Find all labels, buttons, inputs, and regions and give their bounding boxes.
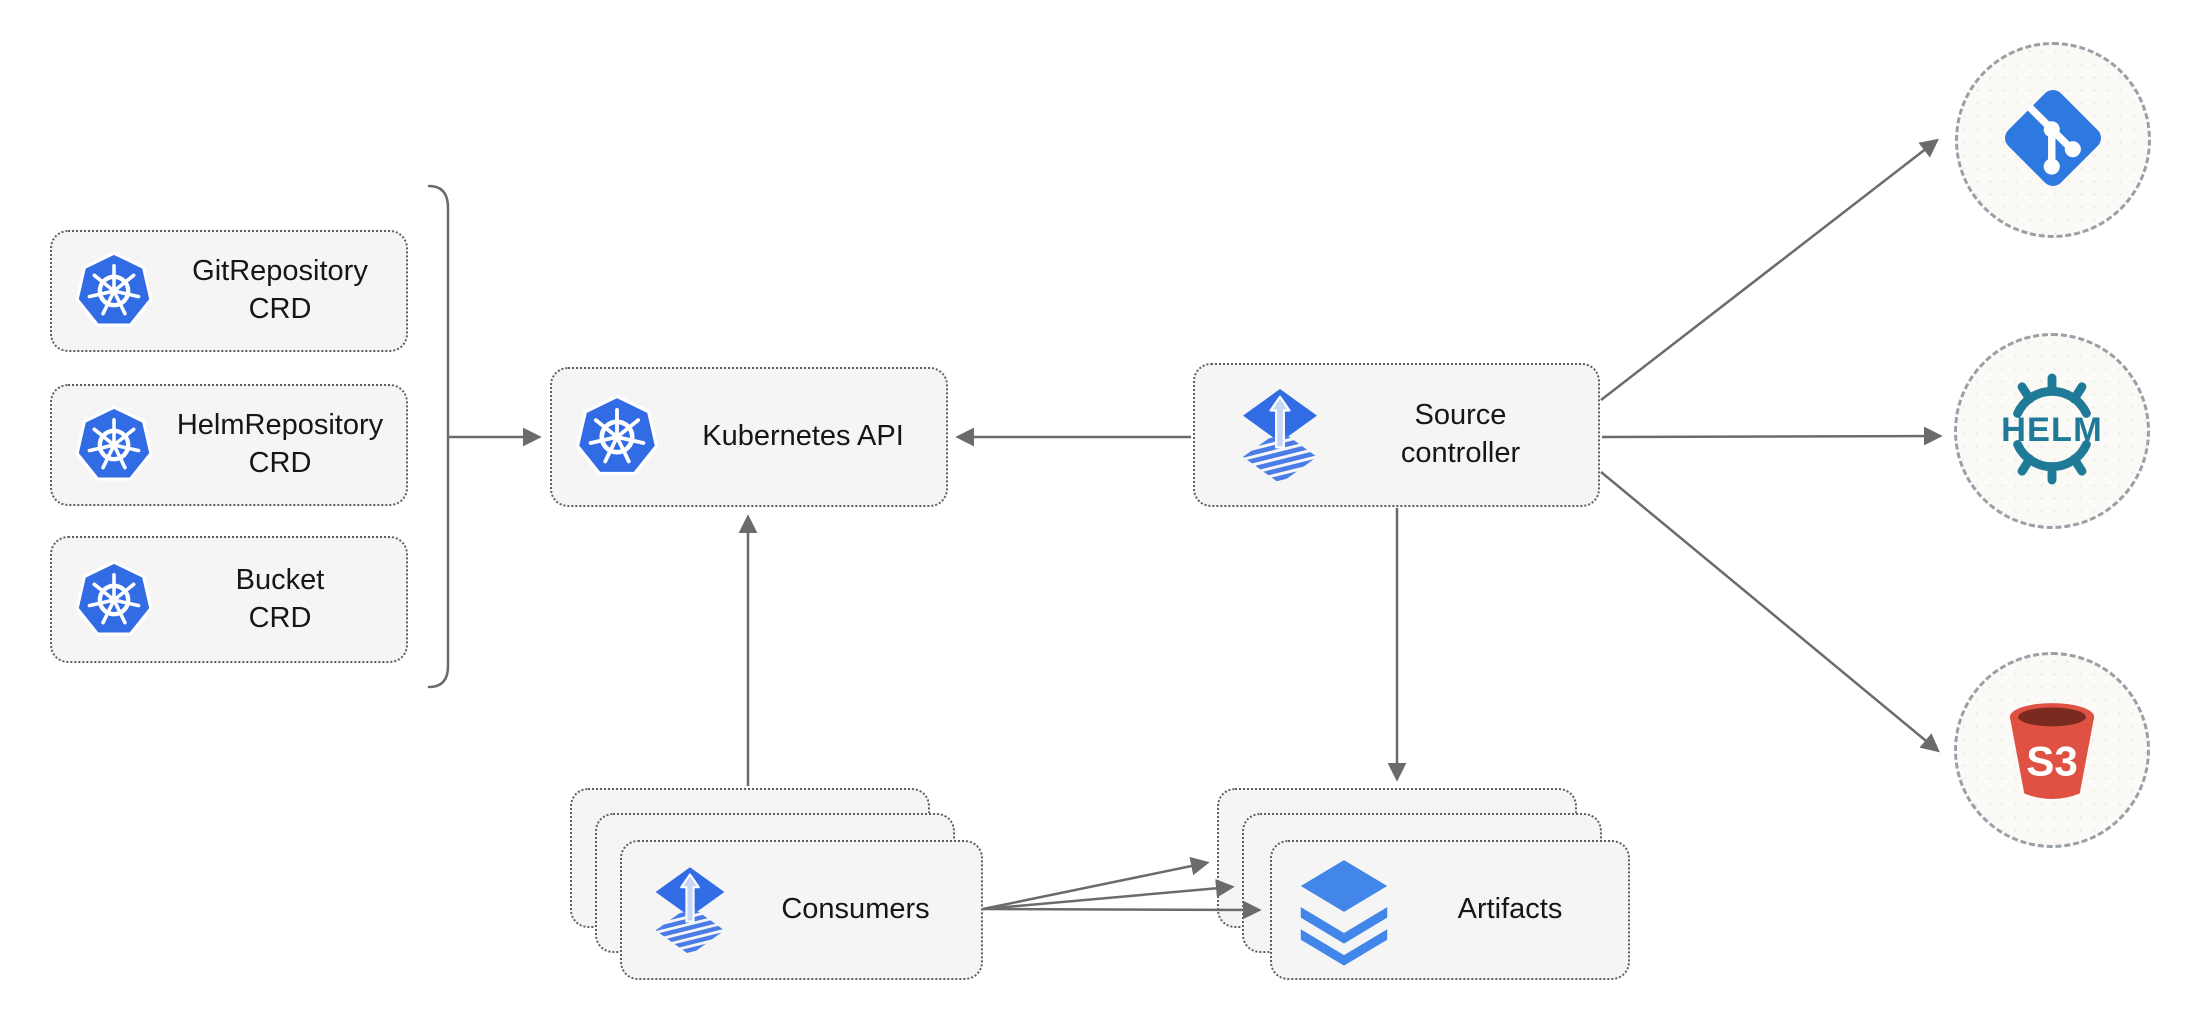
artifacts-label: Artifacts <box>1457 893 1563 926</box>
consumers-box: Consumers <box>620 840 983 980</box>
kubernetes-api-box: Kubernetes API <box>550 367 948 507</box>
source-controller-label: Source controller <box>1400 399 1521 469</box>
helm-circle: HELM <box>1954 333 2150 529</box>
bucket-crd-label: Bucket CRD <box>235 563 325 634</box>
git-icon <box>1991 76 2115 205</box>
helm-icon: HELM <box>1989 368 2115 495</box>
crd-grouping-bracket <box>427 184 450 689</box>
arrow-consumers-to-artifacts-middle <box>982 878 1235 911</box>
bucket-crd-box: Bucket CRD <box>50 536 408 663</box>
flux-icon <box>650 856 730 964</box>
layers-icon <box>1296 852 1392 968</box>
source-controller-box: Source controller <box>1193 363 1600 507</box>
s3-logo-text: S3 <box>2026 737 2078 784</box>
kubernetes-icon <box>74 559 154 641</box>
s3-circle: S3 <box>1954 652 2150 848</box>
kubernetes-icon <box>574 393 660 481</box>
arrow-source-to-git <box>1600 138 1939 401</box>
arrow-source-to-s3 <box>1600 471 1940 753</box>
helm-logo-text: HELM <box>2001 411 2103 449</box>
arrow-consumers-to-artifacts-back <box>982 856 1210 911</box>
helmrepository-crd-box: HelmRepository CRD <box>50 384 408 506</box>
kubernetes-api-label: Kubernetes API <box>702 420 904 453</box>
consumers-label: Consumers <box>781 893 930 926</box>
gitrepository-crd-label: GitRepository CRD <box>192 255 368 325</box>
artifacts-box: Artifacts <box>1270 840 1630 980</box>
flux-icon <box>1237 377 1323 493</box>
kubernetes-icon <box>74 250 154 332</box>
helmrepository-crd-label: HelmRepository CRD <box>176 409 384 479</box>
kubernetes-icon <box>74 404 154 486</box>
s3-icon: S3 <box>1991 687 2113 814</box>
gitrepository-crd-box: GitRepository CRD <box>50 230 408 352</box>
git-circle <box>1955 42 2151 238</box>
arrow-source-to-helm <box>1601 426 1943 446</box>
